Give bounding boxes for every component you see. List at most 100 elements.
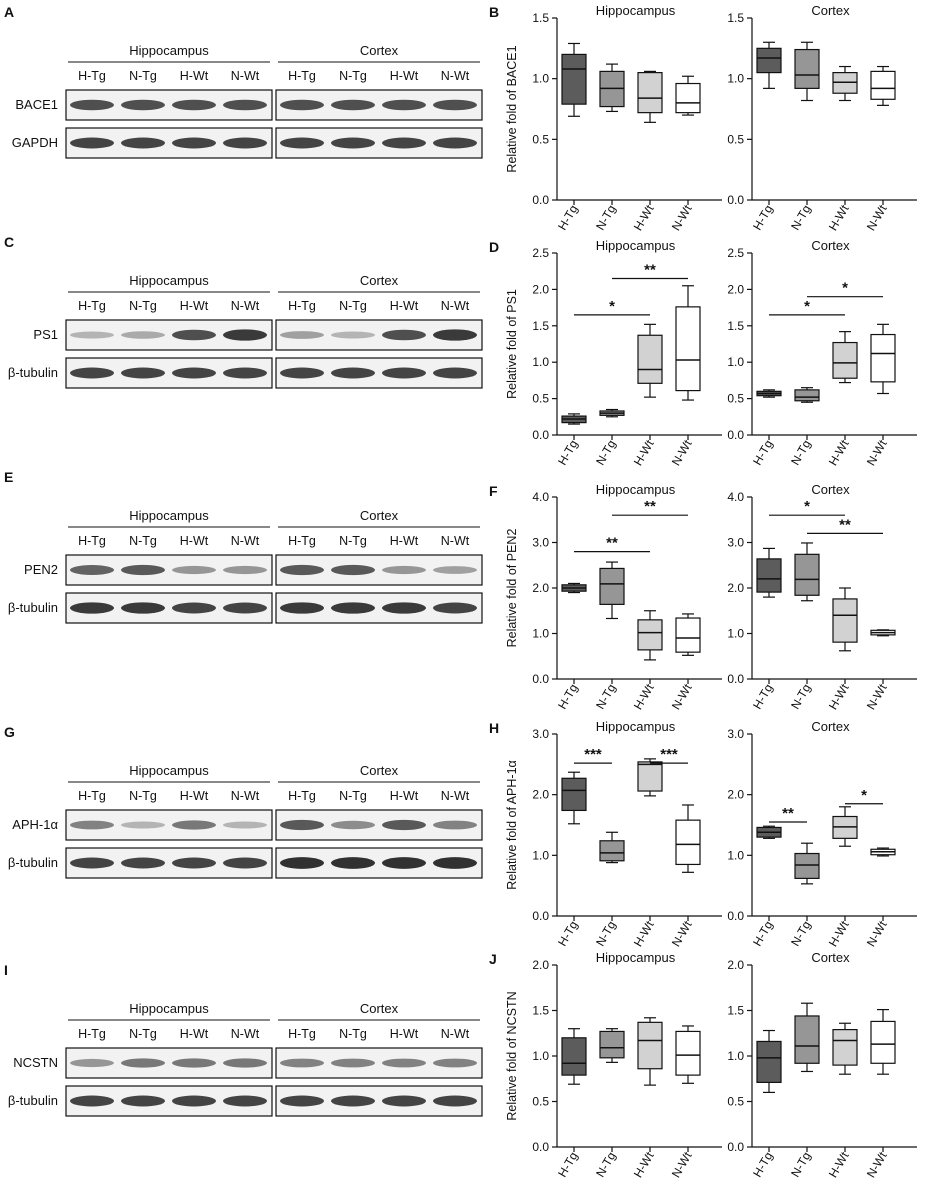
box-iqr [675, 819, 701, 866]
y-tick-label: 1.0 [727, 1049, 744, 1063]
protein-band [70, 1095, 114, 1107]
lane-label: N-Tg [339, 534, 367, 548]
x-category-label: H-Tg [750, 919, 775, 949]
y-tick-label: 2.0 [532, 282, 549, 296]
protein-band [70, 367, 114, 379]
box-n-tg [599, 1028, 625, 1063]
protein-band [223, 329, 267, 341]
protein-band [223, 137, 267, 149]
protein-band [331, 1058, 375, 1068]
blot-row-label: NCSTN [13, 1055, 58, 1070]
box-n-tg [599, 63, 625, 113]
box-iqr [599, 840, 625, 862]
protein-band [172, 1095, 216, 1107]
box-h-tg [756, 547, 782, 598]
box-iqr [794, 48, 820, 89]
protein-band [121, 1058, 165, 1068]
x-category-label: N-Wt [864, 437, 890, 468]
lane-label: N-Wt [441, 534, 470, 548]
protein-band [331, 331, 375, 339]
blot-row-label: PS1 [33, 327, 58, 342]
lane-label: H-Tg [78, 299, 106, 313]
significance-marker: * [804, 298, 810, 315]
y-axis-label: Relative fold of PEN2 [505, 529, 519, 648]
x-category-label: N-Tg [788, 438, 813, 468]
blot-region-label: Hippocampus [129, 1001, 209, 1016]
lane-label: N-Wt [441, 299, 470, 313]
lane-label: N-Tg [339, 1027, 367, 1041]
protein-band [172, 99, 216, 111]
protein-band [223, 1058, 267, 1068]
lane-label: N-Tg [129, 789, 157, 803]
box-n-wt [870, 847, 896, 857]
box-h-tg [756, 389, 782, 398]
plot-title: Cortex [811, 719, 850, 734]
y-tick-label: 1.0 [727, 355, 744, 369]
box-n-wt [870, 65, 896, 106]
x-category-label: N-Tg [593, 919, 618, 949]
y-tick-label: 2.0 [532, 788, 549, 802]
y-tick-label: 1.5 [532, 11, 549, 25]
lane-label: N-Wt [231, 1027, 260, 1041]
panel-label: I [4, 962, 8, 978]
protein-band [433, 1095, 477, 1107]
box-n-tg [794, 387, 820, 403]
box-iqr [637, 761, 663, 792]
protein-band [433, 367, 477, 379]
y-tick-label: 0.0 [532, 1140, 549, 1154]
box-h-tg [561, 771, 587, 825]
blot-region-label: Cortex [360, 273, 399, 288]
protein-band [382, 137, 426, 149]
y-tick-label: 1.0 [532, 627, 549, 641]
x-category-label: N-Tg [788, 682, 813, 712]
box-iqr [599, 567, 625, 605]
x-category-label: N-Tg [788, 1150, 813, 1180]
y-axis-label: Relative fold of BACE1 [505, 45, 519, 172]
x-category-label: H-Tg [555, 438, 580, 468]
blot-region-label: Hippocampus [129, 43, 209, 58]
lane-label: N-Tg [129, 69, 157, 83]
box-h-tg [756, 1029, 782, 1094]
y-tick-label: 0.0 [532, 193, 549, 207]
y-tick-label: 1.0 [727, 627, 744, 641]
panel-label: G [4, 724, 15, 740]
box-iqr [756, 47, 782, 74]
protein-band [70, 602, 114, 614]
protein-band [331, 137, 375, 149]
protein-band [382, 602, 426, 614]
panel-label: F [489, 483, 498, 499]
lane-label: N-Tg [339, 789, 367, 803]
x-category-label: N-Wt [669, 437, 695, 468]
y-tick-label: 0.0 [727, 672, 744, 686]
protein-band [280, 564, 324, 576]
protein-band [280, 819, 324, 831]
y-tick-label: 0.0 [532, 672, 549, 686]
plot-title: Hippocampus [596, 482, 676, 497]
lane-label: N-Tg [129, 534, 157, 548]
box-iqr [794, 1015, 820, 1064]
x-category-label: N-Tg [593, 203, 618, 233]
x-category-label: H-Wt [826, 918, 852, 949]
x-category-label: N-Tg [593, 438, 618, 468]
box-iqr [561, 777, 587, 812]
lane-label: H-Wt [390, 69, 419, 83]
blot-region-label: Cortex [360, 43, 399, 58]
panel-label: H [489, 720, 499, 736]
protein-band [331, 820, 375, 830]
box-h-wt [832, 1022, 858, 1075]
protein-band [70, 1058, 114, 1068]
y-tick-label: 2.0 [532, 958, 549, 972]
box-iqr [870, 1020, 896, 1064]
box-iqr [756, 558, 782, 593]
plot-title: Hippocampus [596, 238, 676, 253]
significance-marker: * [861, 787, 867, 804]
significance-marker: *** [584, 746, 602, 763]
y-axis-label: Relative fold of APH-1α [505, 760, 519, 890]
